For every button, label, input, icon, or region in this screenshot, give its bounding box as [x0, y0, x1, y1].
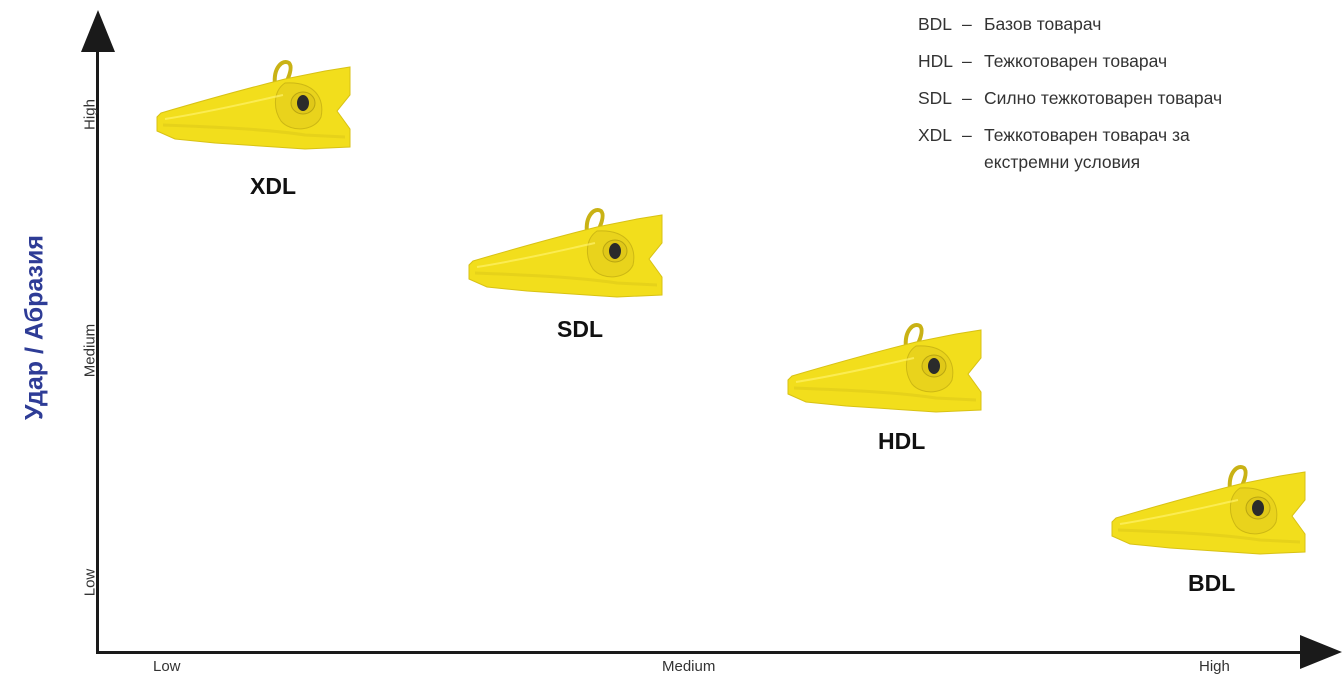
y-tick-medium: Medium	[81, 323, 99, 378]
legend-item-bdl: BDL – Базов товарач	[918, 6, 1222, 43]
legend-code: HDL	[918, 51, 954, 71]
legend-dash: –	[962, 14, 972, 34]
legend-code: SDL	[918, 88, 953, 108]
hdl-tooth-image	[786, 318, 986, 428]
x-tick-high: High	[1199, 658, 1230, 675]
x-axis-line	[96, 651, 1306, 654]
legend-text: Тежкотоварен товарач	[984, 51, 1168, 71]
y-tick-low: Low	[81, 568, 99, 597]
legend-item-hdl: HDL – Тежкотоварен товарач	[918, 43, 1222, 80]
legend-text: Базов товарач	[984, 14, 1102, 34]
legend-item-sdl: SDL – Силно тежкотоварен товарач	[918, 80, 1222, 117]
legend-code: XDL	[918, 125, 953, 145]
legend-item-xdl: XDL – Тежкотоварен товарач за	[918, 117, 1222, 154]
sdl-label: SDL	[557, 316, 603, 342]
y-axis-title: Удар / Абразия	[20, 235, 49, 420]
xdl-label: XDL	[250, 173, 296, 199]
legend-dash: –	[962, 88, 972, 108]
y-tick-high: High	[81, 99, 99, 130]
x-tick-medium: Medium	[662, 658, 716, 675]
legend-text: Тежкотоварен товарач за	[984, 125, 1190, 145]
legend-dash: –	[962, 125, 972, 145]
bdl-label: BDL	[1188, 570, 1236, 596]
y-axis-arrow	[81, 10, 115, 52]
legend-dash: –	[962, 51, 972, 71]
legend-text-continuation: екстремни условия	[984, 151, 1141, 172]
sdl-tooth-image	[467, 203, 667, 313]
x-tick-low: Low	[153, 658, 181, 675]
legend-item-xdl-continuation: екстремни условия	[918, 148, 1222, 176]
legend-code: BDL	[918, 14, 953, 34]
y-axis-line	[96, 40, 99, 653]
xdl-tooth-image	[155, 55, 355, 165]
legend-text: Силно тежкотоварен товарач	[984, 88, 1223, 108]
x-axis-arrow	[1300, 635, 1342, 669]
bdl-tooth-image	[1110, 460, 1310, 570]
hdl-label: HDL	[878, 428, 926, 454]
legend: BDL – Базов товарач HDL – Тежкотоварен т…	[918, 6, 1222, 176]
